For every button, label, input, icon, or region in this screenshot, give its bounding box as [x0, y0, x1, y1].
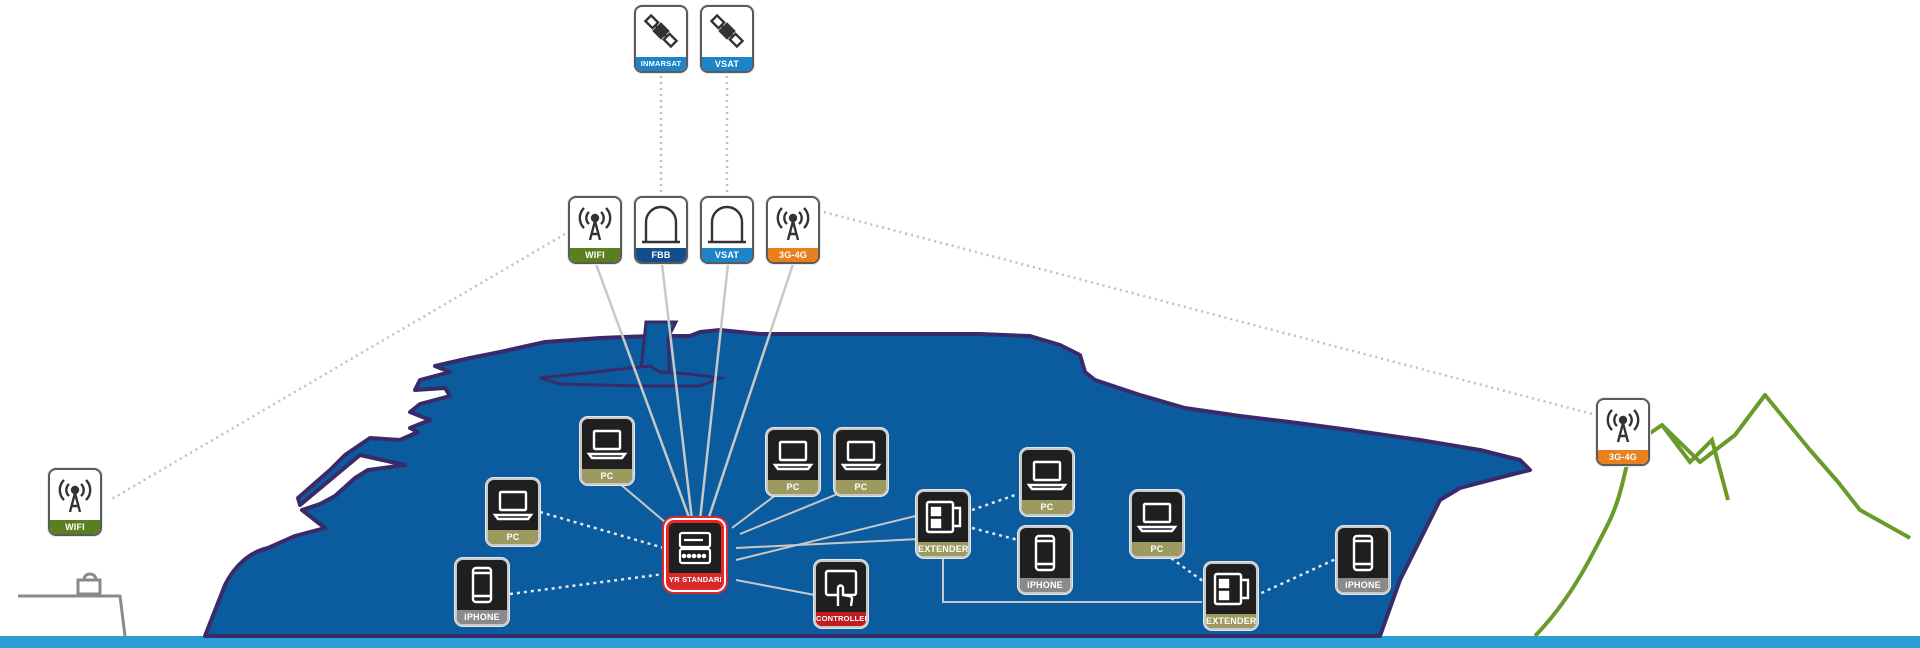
laptop-icon: [772, 440, 814, 471]
laptop-icon: [840, 440, 882, 471]
antenna-to-router-links: [594, 263, 795, 521]
antenna-icon: [578, 207, 612, 241]
internal-links-solid: [605, 471, 1202, 603]
vsat-satellite-label: VSAT: [702, 57, 752, 71]
dome-icon: [708, 205, 746, 244]
pc-node-3[interactable]: PC: [766, 428, 820, 496]
extender-label: EXTENDER: [1206, 614, 1257, 628]
router-icon: [678, 531, 712, 565]
laptop-icon: [492, 490, 534, 521]
vsat-dome-node[interactable]: VSAT: [700, 196, 754, 264]
satellite-icon: [643, 13, 679, 49]
pc-node-1[interactable]: PC: [580, 417, 634, 485]
satellite-icon: [709, 13, 745, 49]
yr-standard-router-node[interactable]: YR STANDARD: [666, 520, 724, 590]
pc-label: PC: [1022, 500, 1072, 514]
pc-node-6[interactable]: PC: [1130, 490, 1184, 558]
extender-node-2[interactable]: EXTENDER: [1204, 562, 1258, 630]
phone-icon: [1352, 534, 1374, 572]
dock-bollard: [18, 572, 127, 637]
dome-icon: [642, 205, 680, 244]
pc-label: PC: [1132, 542, 1182, 556]
vsat-satellite-node[interactable]: VSAT: [700, 5, 754, 73]
pc-label: PC: [768, 480, 818, 494]
laptop-icon: [1136, 502, 1178, 533]
cellular-antenna-node[interactable]: 3G-4G: [766, 196, 820, 264]
wifi-label: WIFI: [570, 248, 620, 262]
pc-label: PC: [488, 530, 538, 544]
pc-node-5[interactable]: PC: [1020, 448, 1074, 516]
fbb-dome-node[interactable]: FBB: [634, 196, 688, 264]
iphone-node-2[interactable]: iPHONE: [1018, 526, 1072, 594]
pc-node-2[interactable]: PC: [486, 478, 540, 546]
extender-node-1[interactable]: EXTENDER: [916, 490, 970, 558]
satellite-links: [659, 76, 729, 194]
antenna-icon: [776, 207, 810, 241]
shore-wifi-label: WIFI: [50, 520, 100, 534]
shore-cellular-node[interactable]: 3G-4G: [1596, 398, 1650, 466]
wifi-antenna-node[interactable]: WIFI: [568, 196, 622, 264]
shore-cellular-label: 3G-4G: [1598, 450, 1648, 464]
shore-wifi-node[interactable]: WIFI: [48, 468, 102, 536]
iphone-label: iPHONE: [1338, 578, 1388, 592]
extender-label: EXTENDER: [918, 542, 969, 556]
mountain-outline: [1533, 393, 1911, 638]
water-line: [0, 636, 1920, 648]
phone-icon: [471, 566, 493, 604]
controller-label: CONTROLLER: [816, 612, 866, 626]
touch-controller-icon: [824, 569, 858, 607]
laptop-icon: [1026, 460, 1068, 491]
phone-icon: [1034, 534, 1056, 572]
controller-node[interactable]: CONTROLLER: [814, 560, 868, 628]
pc-label: PC: [836, 480, 886, 494]
iphone-label: iPHONE: [1020, 578, 1070, 592]
mountain-inner: [1660, 423, 1730, 501]
iphone-label: iPHONE: [457, 610, 507, 624]
extender-icon: [1213, 572, 1250, 606]
shore-links: [109, 210, 1601, 502]
iphone-node-1[interactable]: iPHONE: [455, 558, 509, 626]
iphone-node-3[interactable]: iPHONE: [1336, 526, 1390, 594]
cellular-label: 3G-4G: [768, 248, 818, 262]
fbb-label: FBB: [636, 248, 686, 262]
antenna-icon: [1606, 409, 1640, 443]
inmarsat-label: INMARSAT: [636, 57, 686, 71]
pc-label: PC: [582, 469, 632, 483]
extender-icon: [925, 500, 962, 534]
inmarsat-satellite-node[interactable]: INMARSAT: [634, 5, 688, 73]
laptop-icon: [586, 429, 628, 460]
antenna-icon: [58, 479, 92, 513]
router-label: YR STANDARD: [669, 573, 721, 587]
vsat-dome-label: VSAT: [702, 248, 752, 262]
pc-node-4[interactable]: PC: [834, 428, 888, 496]
